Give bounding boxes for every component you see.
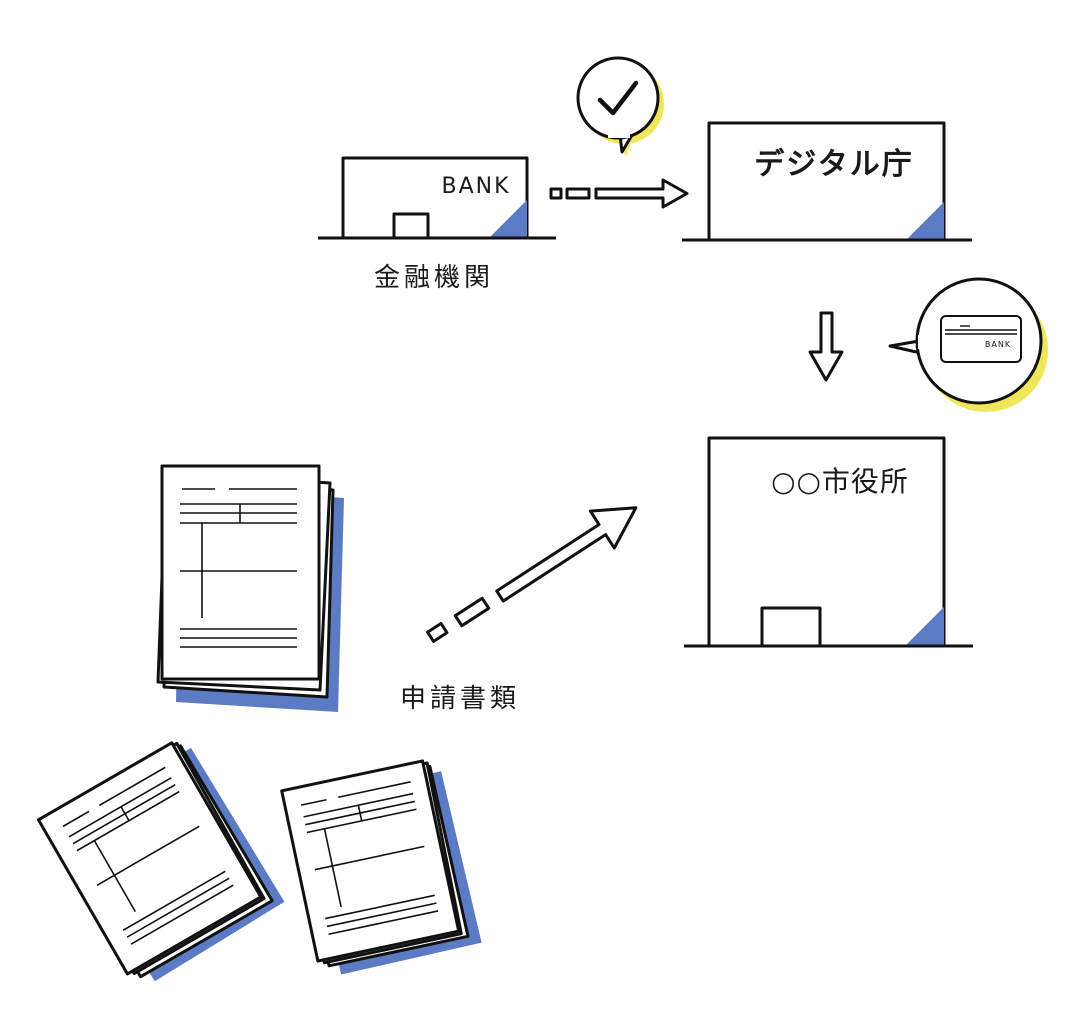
checkmark-bubble xyxy=(578,58,664,156)
bank-card-icon: BANK xyxy=(941,316,1021,362)
document-stack-left xyxy=(38,734,286,991)
digital-agency-building: デジタル庁 xyxy=(682,123,972,240)
city-hall-name: ○○市役所 xyxy=(771,465,909,498)
bank-building: BANK xyxy=(318,158,556,238)
cityhall-door xyxy=(762,608,820,646)
bank-sign: BANK xyxy=(441,174,510,199)
documents-label: 申請書類 xyxy=(400,684,520,714)
digital-agency-name: デジタル庁 xyxy=(754,147,913,182)
card-bubble: BANK xyxy=(890,279,1048,412)
document-stack-main xyxy=(158,466,344,712)
card-text: BANK xyxy=(985,340,1011,349)
arrow-documents-to-cityhall xyxy=(428,489,648,641)
bank-label: 金融機関 xyxy=(374,263,494,293)
arrow-agency-to-cityhall xyxy=(810,313,842,380)
document-stack-right xyxy=(282,757,482,979)
arrow-bank-to-agency xyxy=(551,180,687,207)
bank-door xyxy=(394,214,428,238)
city-hall-building: ○○市役所 xyxy=(684,438,973,646)
